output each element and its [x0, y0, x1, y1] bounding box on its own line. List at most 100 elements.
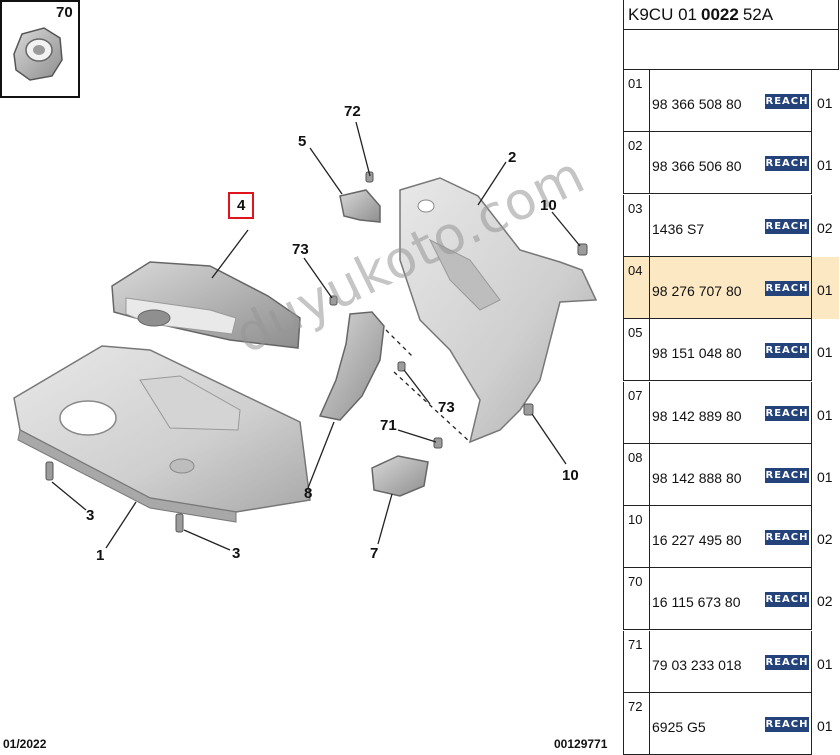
quantity: 01	[817, 718, 833, 734]
ref-cell: 70	[623, 568, 650, 630]
part-number[interactable]: 1436 S7	[652, 221, 705, 237]
reach-badge: REACH	[765, 530, 809, 545]
ref-number: 72	[628, 699, 643, 714]
part-number[interactable]: 16 115 673 80	[652, 594, 741, 610]
ref-number: 05	[628, 325, 643, 340]
ref-number: 04	[628, 263, 643, 278]
callout-71[interactable]: 71	[380, 417, 397, 434]
reach-badge: REACH	[765, 156, 809, 171]
parts-row[interactable]: 05 98 151 048 80 REACH 01	[623, 319, 839, 381]
callout-1[interactable]: 1	[96, 547, 105, 564]
part-number[interactable]: 16 227 495 80	[652, 532, 742, 548]
part-cell: 98 142 888 80 REACH	[650, 444, 812, 506]
quantity: 01	[817, 282, 833, 298]
leader-lines	[51, 121, 581, 551]
reach-badge: REACH	[765, 281, 809, 296]
reach-badge: REACH	[765, 468, 809, 483]
quantity: 01	[817, 95, 833, 111]
quantity: 01	[817, 157, 833, 173]
part-4-upper-cover	[111, 261, 301, 349]
part-2-heat-shield	[399, 177, 598, 444]
ref-cell: 72	[623, 693, 650, 755]
part-number[interactable]: 79 03 233 018	[652, 657, 742, 673]
parts-row[interactable]: 10 16 227 495 80 REACH 02	[623, 506, 839, 568]
nut-inset-box	[0, 0, 80, 98]
quantity: 02	[817, 220, 833, 236]
part-number[interactable]: 98 151 048 80	[652, 345, 742, 361]
reach-badge: REACH	[765, 655, 809, 670]
ref-number: 07	[628, 388, 643, 403]
callout-5[interactable]: 5	[298, 133, 307, 150]
callout-73-upper[interactable]: 73	[292, 241, 309, 258]
quantity: 01	[817, 656, 833, 672]
part-number[interactable]: 6925 G5	[652, 719, 706, 735]
exploded-parts-diagram: duyukoto.com 70 72 5 2 4 10 73 73 71 10 …	[0, 0, 608, 751]
callout-70[interactable]: 70	[56, 4, 73, 21]
ref-cell: 71	[623, 631, 650, 693]
reach-badge: REACH	[765, 94, 809, 109]
part-number[interactable]: 98 142 888 80	[652, 470, 742, 486]
part-7-clamp	[371, 455, 429, 497]
ref-number: 70	[628, 574, 643, 589]
ref-number: 01	[628, 76, 643, 91]
parts-row[interactable]: 70 16 115 673 80 REACH 02	[623, 568, 839, 630]
reach-badge: REACH	[765, 406, 809, 421]
header-code-prefix: K9CU 01	[628, 4, 697, 24]
part-cell: 98 366 508 80 REACH	[650, 70, 812, 132]
part-cell: 6925 G5 REACH	[650, 693, 812, 755]
callout-3-right[interactable]: 3	[232, 545, 241, 562]
callout-8[interactable]: 8	[304, 485, 313, 502]
quantity: 01	[817, 344, 833, 360]
ref-cell: 07	[623, 382, 650, 444]
reach-badge: REACH	[765, 592, 809, 607]
callout-4-highlighted[interactable]: 4	[228, 192, 255, 219]
reach-badge: REACH	[765, 717, 809, 732]
callout-7[interactable]: 7	[370, 545, 379, 562]
reach-badge: REACH	[765, 219, 809, 234]
callout-73-lower[interactable]: 73	[438, 399, 455, 416]
fasteners	[45, 171, 588, 533]
ref-cell: 02	[623, 132, 650, 194]
part-8-bracket	[318, 311, 385, 421]
parts-row[interactable]: 01 98 366 508 80 REACH 01	[623, 70, 839, 132]
footer-doc-number: 00129771	[554, 737, 608, 751]
part-number[interactable]: 98 366 508 80	[652, 96, 742, 112]
reach-badge: REACH	[765, 343, 809, 358]
header-code-suffix: 52A	[742, 4, 774, 24]
parts-row[interactable]: 03 1436 S7 REACH 02	[623, 195, 839, 257]
quantity: 01	[817, 469, 833, 485]
part-cell: 98 151 048 80 REACH	[650, 319, 812, 381]
part-cell: 98 366 506 80 REACH	[650, 132, 812, 194]
part-number[interactable]: 98 366 506 80	[652, 158, 742, 174]
parts-row[interactable]: 04 98 276 707 80 REACH 01	[623, 257, 839, 319]
part-cell: 16 227 495 80 REACH	[650, 506, 812, 568]
callout-72[interactable]: 72	[344, 103, 361, 120]
callout-3-left[interactable]: 3	[86, 507, 95, 524]
footer-date: 01/2022	[3, 737, 47, 751]
parts-row[interactable]: 02 98 366 506 80 REACH 01	[623, 132, 839, 194]
quantity: 02	[817, 531, 833, 547]
ref-number: 03	[628, 201, 643, 216]
callout-10-lower[interactable]: 10	[562, 467, 579, 484]
part-number[interactable]: 98 142 889 80	[652, 408, 742, 424]
header-code-bold: 0022	[700, 4, 739, 24]
part-5-small-bracket	[339, 189, 381, 223]
part-number[interactable]: 98 276 707 80	[652, 283, 742, 299]
ref-cell: 05	[623, 319, 650, 381]
panel-header: K9CU 01 0022 52A	[623, 0, 839, 30]
quantity: 02	[817, 593, 833, 609]
diagram-drawing	[0, 0, 598, 551]
panel-blank-row	[623, 30, 839, 70]
ref-number: 02	[628, 138, 643, 153]
parts-row[interactable]: 72 6925 G5 REACH 01	[623, 693, 839, 755]
ref-cell: 04	[623, 257, 650, 319]
ref-number: 10	[628, 512, 643, 527]
callout-2[interactable]: 2	[508, 149, 517, 166]
part-cell: 79 03 233 018 REACH	[650, 631, 812, 693]
callout-10-upper[interactable]: 10	[540, 197, 557, 214]
part-cell: 98 142 889 80 REACH	[650, 382, 812, 444]
